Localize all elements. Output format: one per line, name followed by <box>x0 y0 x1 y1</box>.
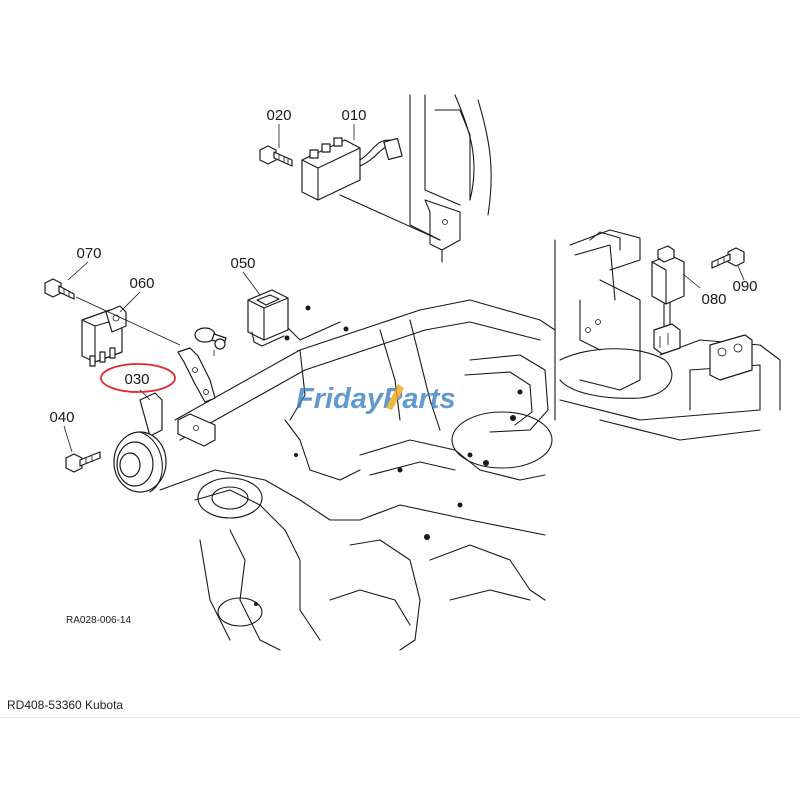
callout-040: 040 <box>49 409 74 426</box>
leader-lines <box>63 124 745 453</box>
right-subassembly <box>554 229 781 441</box>
key-terminal <box>194 327 227 356</box>
part-070-bolt[interactable] <box>44 278 181 346</box>
callout-030: 030 <box>124 371 149 388</box>
highlight-ring-030 <box>100 363 176 393</box>
part-050-relay[interactable] <box>247 289 341 347</box>
drawing-code: RA028-006-14 <box>66 615 131 626</box>
caption-divider <box>0 717 800 718</box>
part-010-relay[interactable] <box>301 137 403 201</box>
callout-060: 060 <box>129 275 154 292</box>
watermark-accent-mark <box>386 384 404 410</box>
part-090-bolt[interactable] <box>711 247 745 269</box>
watermark-text: FridayParts <box>296 383 456 415</box>
callout-080: 080 <box>701 291 726 308</box>
callout-010: 010 <box>341 107 366 124</box>
callout-070: 070 <box>76 245 101 262</box>
product-caption: RD408-53360 Kubota <box>7 698 124 712</box>
watermark: FridayParts <box>296 383 456 415</box>
callout-020: 020 <box>266 107 291 124</box>
part-060-flasher[interactable] <box>81 305 127 367</box>
part-020-bolt[interactable] <box>259 145 293 167</box>
part-080-sensor[interactable] <box>651 245 685 355</box>
callout-050: 050 <box>230 255 255 272</box>
chassis-frame <box>159 299 556 651</box>
callout-090: 090 <box>732 278 757 295</box>
part-030-bracket[interactable] <box>177 347 216 447</box>
upper-mounting-bracket <box>339 94 492 263</box>
part-040-horn[interactable] <box>65 392 167 493</box>
